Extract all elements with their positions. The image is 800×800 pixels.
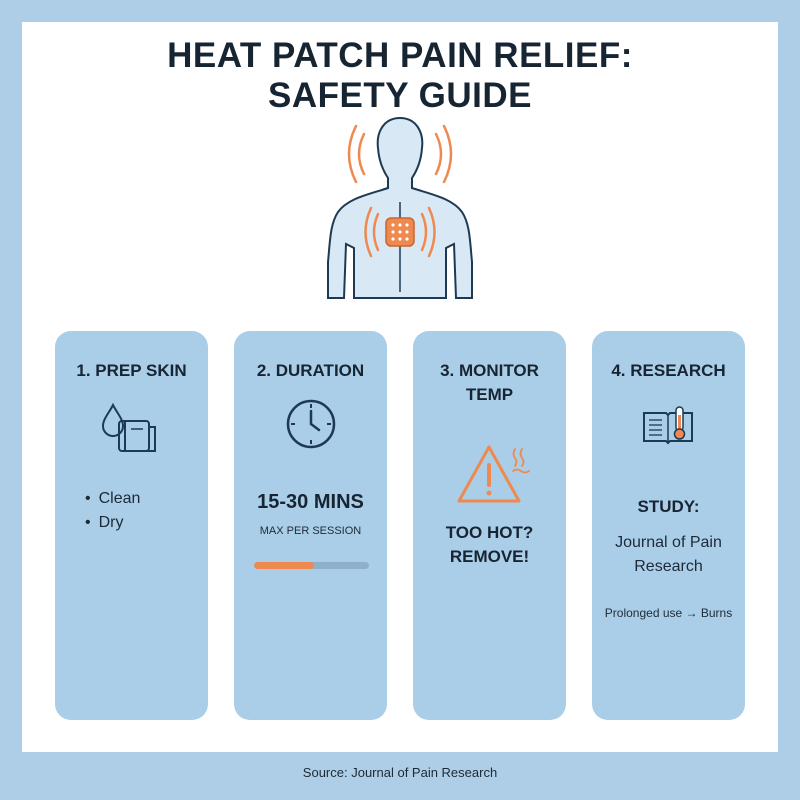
page-title: HEAT PATCH PAIN RELIEF: SAFETY GUIDE	[0, 36, 800, 116]
clock-icon	[286, 399, 336, 449]
book-thermometer-icon	[643, 406, 693, 445]
title-line-1: HEAT PATCH PAIN RELIEF:	[167, 36, 633, 75]
card-title: 3. MONITOR TEMP	[413, 359, 566, 407]
warning-line-1: TOO HOT?	[445, 523, 534, 542]
warning-text: TOO HOT? REMOVE!	[413, 521, 566, 569]
study-name-line-1: Journal of Pain	[615, 534, 722, 551]
duration-value: 15-30 MINS	[257, 491, 364, 513]
torso-with-heat-patch-icon	[327, 116, 473, 299]
study-name: Journal of Pain Research	[592, 531, 745, 579]
card-title-line-1: 3. MONITOR	[440, 361, 539, 380]
card-research: 4. RESEARCH STUDY: Journal of Pain Resea…	[592, 331, 745, 720]
source-caption: Source: Journal of Pain Research	[302, 765, 498, 780]
study-name-line-2: Research	[634, 558, 703, 575]
card-title: 4. RESEARCH	[611, 361, 726, 380]
prep-bullets: Clean Dry	[85, 487, 141, 535]
duration-progress-bar	[254, 562, 369, 569]
warning-heat-icon	[457, 445, 530, 503]
water-drop-towel-icon	[101, 402, 156, 452]
list-item: Dry	[85, 511, 140, 535]
study-note: Prolonged use → Burns	[604, 606, 733, 620]
card-prep-skin: 1. PREP SKIN Clean Dry	[55, 331, 208, 720]
card-monitor-temp: 3. MONITOR TEMP TOO HOT? REMOVE!	[413, 331, 566, 720]
duration-progress-fill	[254, 562, 314, 569]
study-label: STUDY:	[637, 497, 700, 516]
warning-line-2: REMOVE!	[449, 547, 530, 566]
title-line-2: SAFETY GUIDE	[267, 76, 532, 115]
card-title-line-2: TEMP	[465, 385, 514, 404]
card-title: 1. PREP SKIN	[76, 361, 187, 380]
card-title: 2. DURATION	[256, 361, 365, 380]
duration-subtext: MAX PER SESSION	[259, 525, 362, 537]
card-duration: 2. DURATION 15-30 MINS MAX PER SESSION	[234, 331, 387, 720]
list-item: Clean	[85, 487, 141, 511]
